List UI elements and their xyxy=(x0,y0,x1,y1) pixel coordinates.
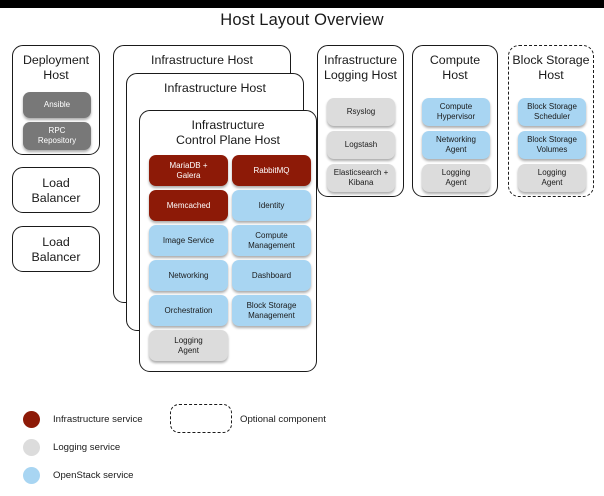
service-orchestration: Orchestration xyxy=(149,295,228,326)
service-dashboard: Dashboard xyxy=(232,260,311,291)
host-load-balancer-1: Load Balancer xyxy=(12,167,100,213)
service-rabbitmq: RabbitMQ xyxy=(232,155,311,186)
legend-label-logging-service: Logging service xyxy=(53,442,121,453)
legend-dot-openstack-service xyxy=(23,467,40,484)
service-block-storage-management: Block Storage Management xyxy=(232,295,311,326)
service-logging-agent-compute: Logging Agent xyxy=(422,164,490,192)
service-identity: Identity xyxy=(232,190,311,221)
host-compute: Compute Host Compute Hypervisor Networki… xyxy=(412,45,498,197)
service-compute-management: Compute Management xyxy=(232,225,311,256)
host-deployment: Deployment Host Ansible RPC Repository xyxy=(12,45,100,155)
page-title: Host Layout Overview xyxy=(220,11,384,29)
host-infrastructure-logging-title: Infrastructure Logging Host xyxy=(323,53,398,82)
host-infrastructure-mid-title: Infrastructure Host xyxy=(164,81,266,95)
legend-dot-infrastructure-service xyxy=(23,411,40,428)
service-rsyslog: Rsyslog xyxy=(327,98,395,126)
legend-label-openstack-service: OpenStack service xyxy=(53,470,134,481)
legend-label-infrastructure-service: Infrastructure service xyxy=(53,414,143,425)
host-compute-title: Compute Host xyxy=(429,53,481,82)
service-mariadb-galera: MariaDB + Galera xyxy=(149,155,228,186)
service-memcached: Memcached xyxy=(149,190,228,221)
host-load-balancer-2-title: Load Balancer xyxy=(31,235,81,264)
legend-dot-logging-service xyxy=(23,439,40,456)
host-control-plane-title: Infrastructure Control Plane Host xyxy=(176,118,280,147)
host-infrastructure-back-title: Infrastructure Host xyxy=(151,53,253,67)
top-black-bar xyxy=(0,0,604,8)
service-elasticsearch-kibana: Elasticsearch + Kibana xyxy=(327,164,395,192)
service-compute-hypervisor: Compute Hypervisor xyxy=(422,98,490,126)
legend-label-optional-component: Optional component xyxy=(240,414,326,425)
service-ansible: Ansible xyxy=(23,92,91,118)
service-networking: Networking xyxy=(149,260,228,291)
service-logging-agent-block-storage: Logging Agent xyxy=(518,164,586,192)
service-networking-agent: Networking Agent xyxy=(422,131,490,159)
service-block-storage-scheduler: Block Storage Scheduler xyxy=(518,98,586,126)
host-infrastructure-logging: Infrastructure Logging Host Rsyslog Logs… xyxy=(317,45,404,197)
service-rpc-repository: RPC Repository xyxy=(23,122,91,150)
service-block-storage-volumes: Block Storage Volumes xyxy=(518,131,586,159)
service-image-service: Image Service xyxy=(149,225,228,256)
host-infrastructure-control-plane: Infrastructure Control Plane Host MariaD… xyxy=(139,110,317,372)
host-block-storage: Block Storage Host Block Storage Schedul… xyxy=(508,45,594,197)
host-load-balancer-2: Load Balancer xyxy=(12,226,100,272)
service-logstash: Logstash xyxy=(327,131,395,159)
host-deployment-title: Deployment Host xyxy=(22,53,90,82)
host-block-storage-title: Block Storage Host xyxy=(512,53,590,82)
legend-optional-component-box xyxy=(170,404,232,433)
host-load-balancer-1-title: Load Balancer xyxy=(31,176,81,205)
service-logging-agent-control-plane: Logging Agent xyxy=(149,330,228,361)
